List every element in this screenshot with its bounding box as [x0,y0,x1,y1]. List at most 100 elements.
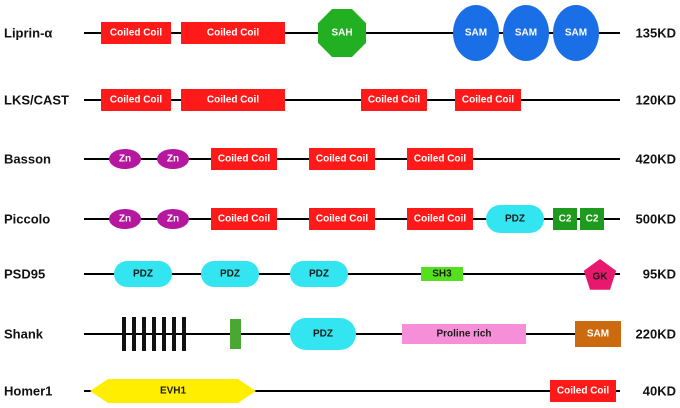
domain-label: Zn [119,214,131,225]
domain-box [101,22,171,44]
protein-name: Basson [4,152,51,167]
repeat-bar [142,317,146,351]
domain-ellipse [157,209,189,229]
domain-ellipse [109,149,141,169]
domain-coiled-coil: Coiled Coil [211,148,277,170]
domain-pill [290,318,356,350]
domain-label: Coiled Coil [218,214,270,225]
repeat-bar [152,317,156,351]
protein-name: Piccolo [4,212,50,227]
domain-label: SH3 [432,269,452,280]
protein-name: Liprin-α [4,26,52,41]
domain-label: Coiled Coil [368,95,420,106]
domain-evh1: EVH1 [90,379,256,403]
domain-label: Coiled Coil [557,386,609,397]
protein-size: 135KD [636,26,676,41]
domain-box [407,208,473,230]
domain-coiled-coil: Coiled Coil [101,22,171,44]
domain-label: C2 [586,214,599,225]
domain-coiled-coil: Coiled Coil [455,89,521,111]
protein-row: Basson 420KD Zn Zn Coiled Coil Coiled Coil Coi… [4,148,676,170]
domain-box [550,380,616,402]
domain-pdz: PDZ [290,261,348,287]
domain-label: SAM [565,28,587,39]
domain-pill [486,205,544,233]
domain-label: Coiled Coil [316,154,368,165]
domain-pill [114,261,172,287]
protein-size: 120KD [636,93,676,108]
domain-label: Coiled Coil [207,28,259,39]
domain-label: SAH [331,28,352,39]
domain-box [101,89,171,111]
protein-size: 95KD [643,267,676,282]
protein-name: LKS/CAST [4,93,69,108]
domain-coiled-coil: Coiled Coil [181,22,285,44]
domain-sam: SAM [575,321,621,347]
domain-pdz: PDZ [201,261,259,287]
domain-c2: C2 [580,208,604,230]
repeat-bar [182,317,186,351]
domain-ellipse [453,5,499,61]
domain-coiled-coil: Coiled Coil [550,380,616,402]
domain-label: Zn [167,214,179,225]
domain-pill [201,261,259,287]
domain-label: Coiled Coil [218,154,270,165]
domain-label: Coiled Coil [316,214,368,225]
protein-name: Homer1 [4,384,52,399]
domain-pill [290,261,348,287]
domain-rect [230,319,241,349]
repeat-bar [172,317,176,351]
domain-coiled-coil: Coiled Coil [181,89,285,111]
domain-label: PDZ [313,329,333,340]
domain-pdz: PDZ [486,205,544,233]
domain-label: SAM [465,28,487,39]
domain-label: Proline rich [436,329,491,340]
domain-coiled-coil: Coiled Coil [101,89,171,111]
protein-name: PSD95 [4,267,45,282]
domain-zn: Zn [157,209,189,229]
domain-sam: SAM [503,5,549,61]
repeat-bar [162,317,166,351]
domain-bars [122,317,186,351]
domain-label: EVH1 [160,386,187,397]
domain-pentagon [583,259,617,290]
domain-label: Zn [167,154,179,165]
protein-size: 220KD [636,327,676,342]
domain-box [421,267,463,281]
domain-box [181,89,285,111]
domain-sh3: SH3 [421,267,463,281]
domain-ellipse [109,209,141,229]
domain-box [211,208,277,230]
domain-label: SAM [515,28,537,39]
repeat-bar [122,317,126,351]
domain-hexagon-arrow [90,379,256,403]
domain-zn: Zn [109,209,141,229]
domain-pdz: PDZ [114,261,172,287]
domain-sam: SAM [553,5,599,61]
domain-pdz: PDZ [290,318,356,350]
protein-size: 420KD [636,152,676,167]
domain-gk: GK [583,259,617,290]
domain-box [407,148,473,170]
domain-label: SAM [587,329,609,340]
protein-row: Shank 220KD PDZ Proline rich SAM [4,317,676,351]
domain-box [230,319,241,349]
protein-name: Shank [4,327,44,342]
domain-label: GK [593,272,609,283]
domain-coiled-coil: Coiled Coil [211,208,277,230]
domain-octagon [318,9,366,57]
domain-ellipse [157,149,189,169]
protein-size: 500KD [636,212,676,227]
domain-label: C2 [559,214,572,225]
domain-box [580,208,604,230]
domain-zn: Zn [157,149,189,169]
domain-sah: SAH [318,9,366,57]
protein-row: PSD95 95KD PDZ PDZ PDZ SH3 GK [4,259,676,290]
domain-box [309,148,375,170]
domain-box [455,89,521,111]
domain-label: Zn [119,154,131,165]
domain-coiled-coil: Coiled Coil [407,148,473,170]
domain-label: PDZ [220,269,240,280]
domain-proline-rich: Proline rich [402,324,526,344]
